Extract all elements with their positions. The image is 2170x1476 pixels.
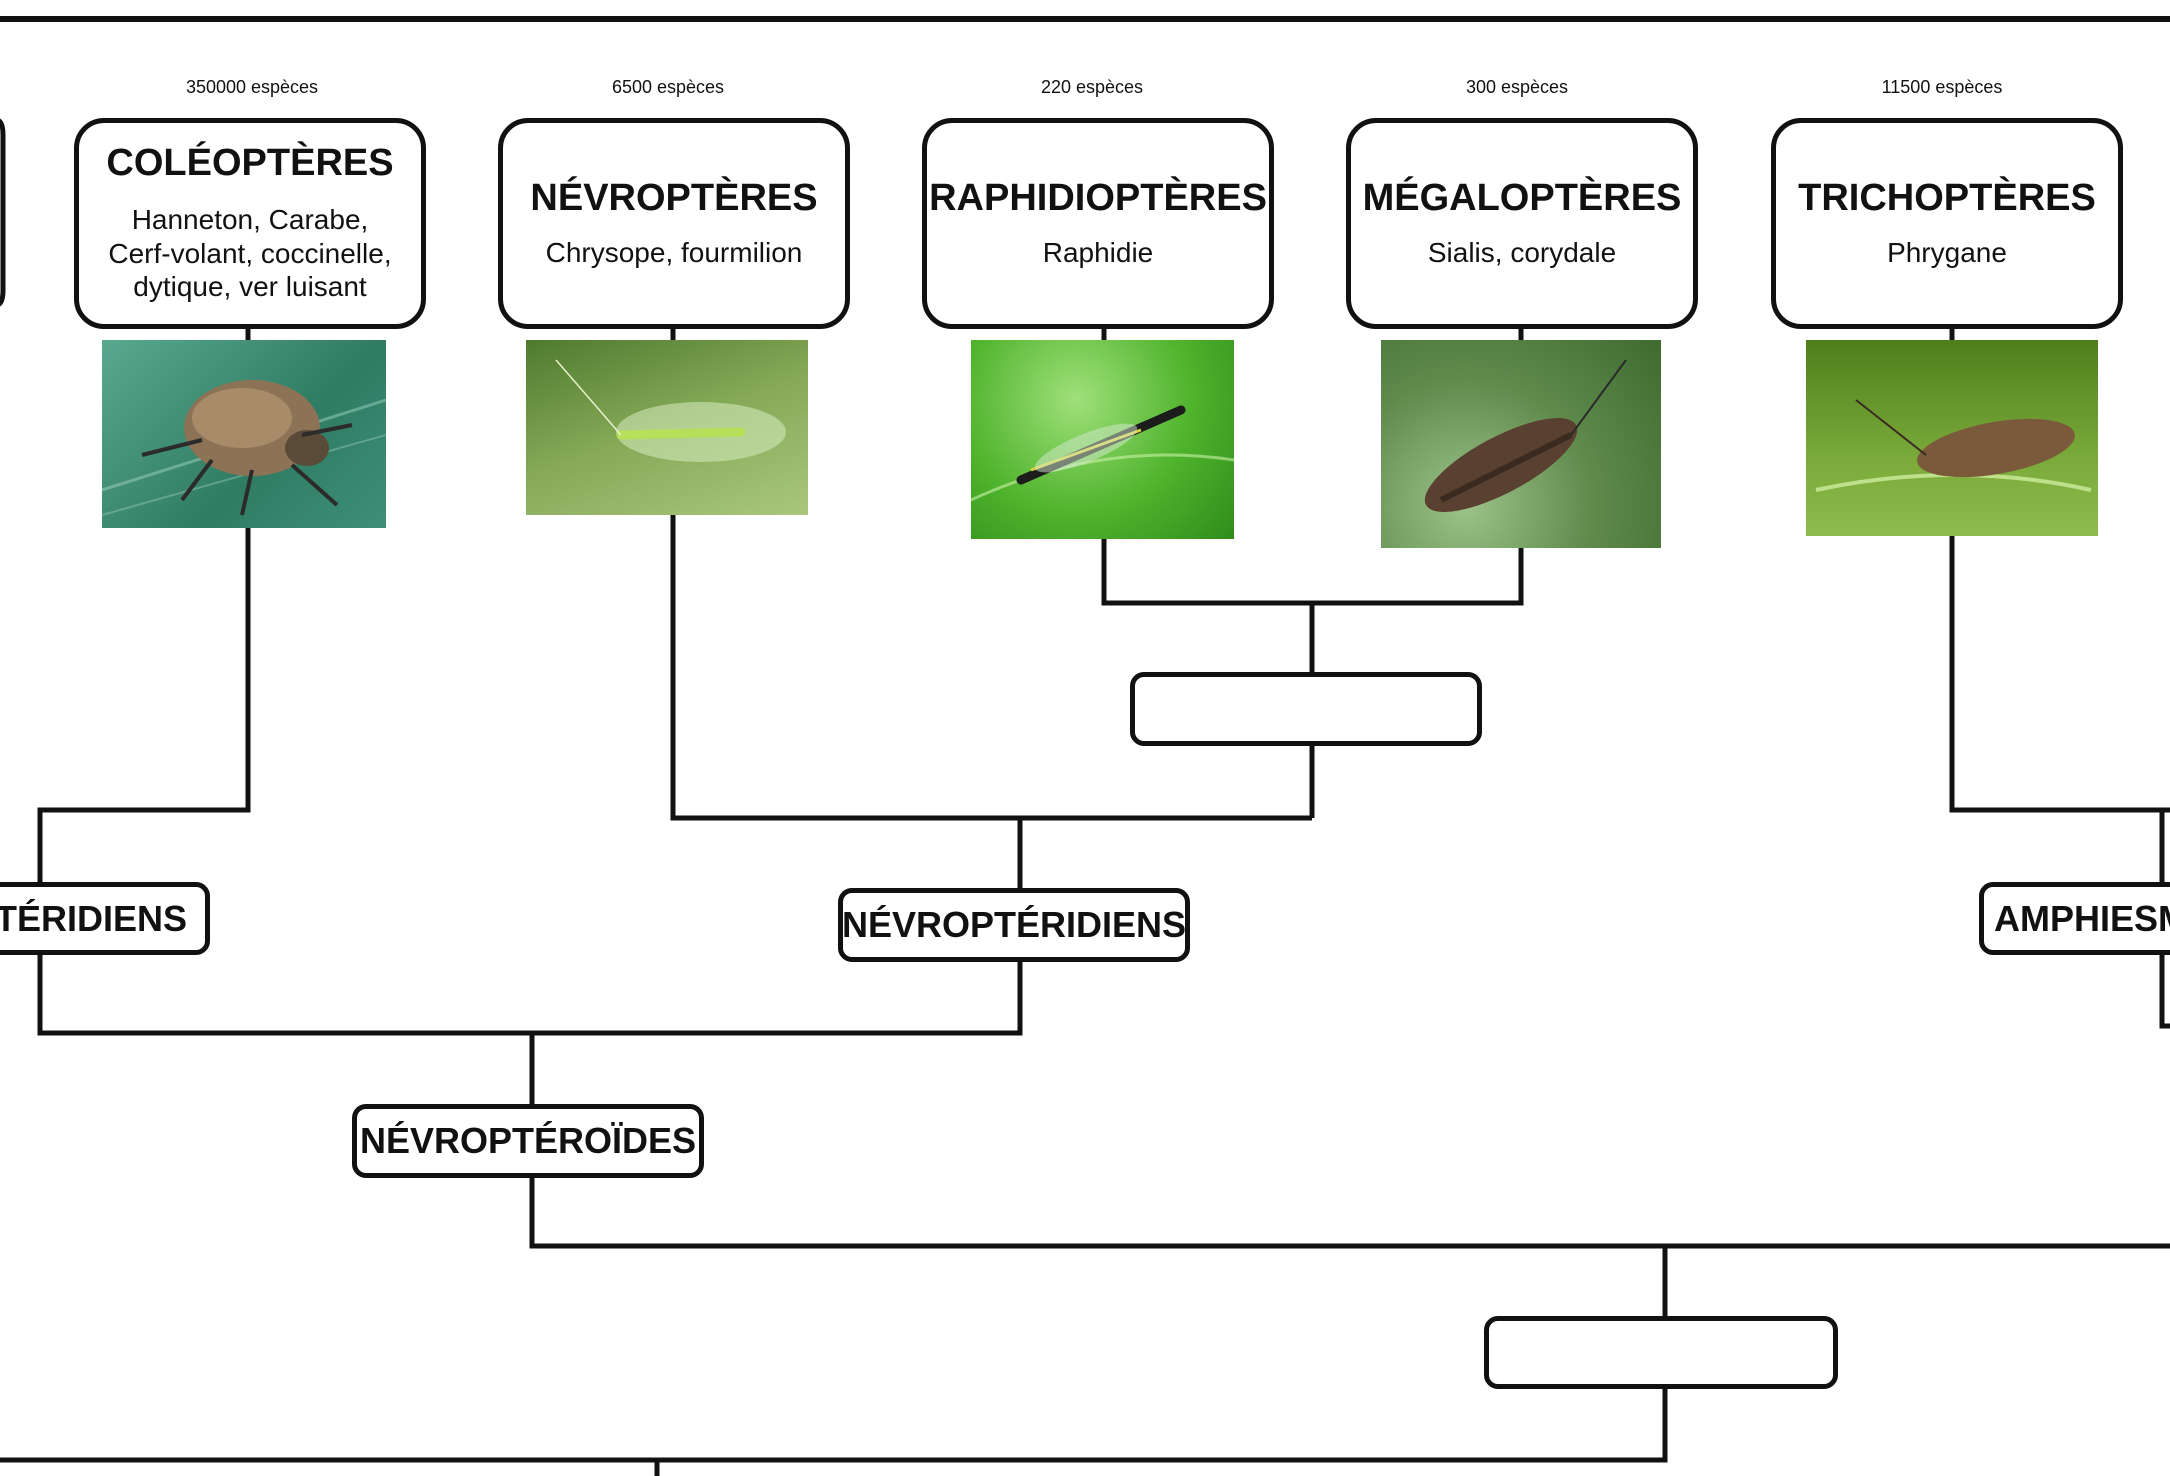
alderfly-icon xyxy=(1424,359,1627,512)
clade-box-bottom-empty xyxy=(1484,1316,1838,1389)
species-count-nevropteres: 6500 espèces xyxy=(611,77,725,97)
order-examples: Hanneton, Carabe, Cerf-volant, coccinell… xyxy=(108,204,392,303)
order-name: RAPHIDIOPTÈRES xyxy=(929,176,1267,219)
clade-box-pteridiens: PTÉRIDIENS xyxy=(0,882,210,955)
order-examples: Chrysope, fourmilion xyxy=(545,236,803,268)
clade-box-amphiesmenopteres: AMPHIESMÉ xyxy=(1979,882,2170,955)
species-count-megalopteres: 300 espèces xyxy=(1465,77,1569,97)
order-box-nevropteres: NÉVROPTÈRES Chrysope, fourmilion xyxy=(498,118,850,329)
clade-box-nevropteroides: NÉVROPTÉROÏDES xyxy=(352,1104,704,1178)
order-box-coleopteres: COLÉOPTÈRES Hanneton, Carabe, Cerf-volan… xyxy=(74,118,426,329)
order-box-raphidiopteres: RAPHIDIOPTÈRES Raphidie xyxy=(922,118,1274,329)
order-name: NÉVROPTÈRES xyxy=(530,176,818,219)
beetle-photo xyxy=(102,340,386,528)
alderfly-photo xyxy=(1381,340,1661,548)
order-name: TRICHOPTÈRES xyxy=(1798,176,2096,219)
clade-box-raph-meg-empty xyxy=(1130,672,1482,746)
order-box-megalopteres: MÉGALOPTÈRES Sialis, corydale xyxy=(1346,118,1698,329)
caddisfly-photo xyxy=(1806,340,2098,536)
order-name: MÉGALOPTÈRES xyxy=(1362,176,1682,219)
order-examples: Phrygane xyxy=(1887,236,2007,268)
order-examples: Raphidie xyxy=(1042,236,1154,268)
species-count-raphidiopteres: 220 espèces xyxy=(1040,77,1144,97)
beetle-icon xyxy=(102,380,386,516)
order-examples: Sialis, corydale xyxy=(1427,236,1617,268)
species-count-trichopteres: 11500 espèces xyxy=(1881,77,2003,97)
lacewing-photo xyxy=(526,340,808,515)
snakefly-icon xyxy=(971,405,1234,502)
caddisfly-icon xyxy=(1815,399,2092,492)
clade-box-nevropteridiens: NÉVROPTÉRIDIENS xyxy=(838,888,1190,962)
species-count-coleopteres: 350000 espèces xyxy=(185,77,319,97)
snakefly-photo xyxy=(971,340,1234,539)
lacewing-icon xyxy=(555,359,786,462)
order-name: COLÉOPTÈRES xyxy=(106,142,394,185)
order-box-trichopteres: TRICHOPTÈRES Phrygane xyxy=(1771,118,2123,329)
